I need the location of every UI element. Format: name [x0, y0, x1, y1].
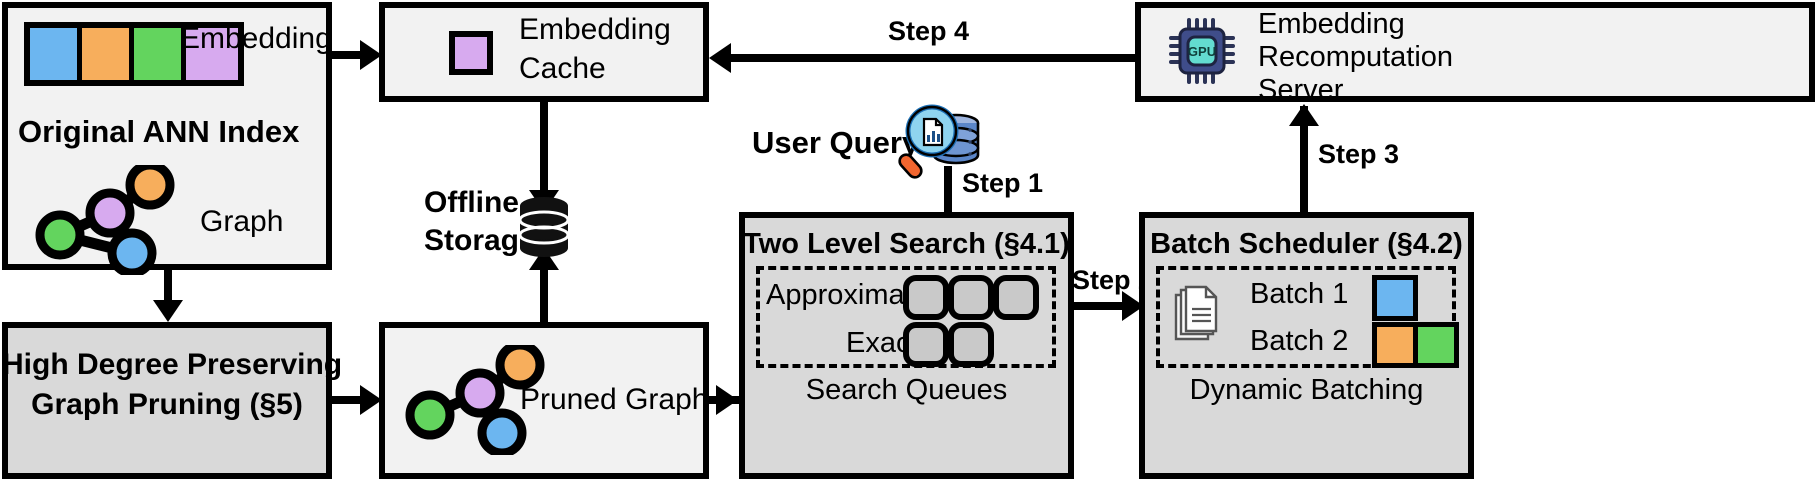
batch2-swatch-2 — [1413, 322, 1459, 368]
magnifier-database-icon — [898, 104, 980, 179]
batch-scheduler-title: Batch Scheduler (§4.2) — [1150, 228, 1463, 260]
step1-label: Step 1 — [962, 168, 1044, 198]
graph-pruning-title-line1: High Degree Preserving — [2, 348, 343, 381]
original-graph-icon — [35, 165, 175, 275]
queue-block — [993, 275, 1039, 320]
queue-block — [948, 275, 994, 320]
arrow-index-to-cache-line — [332, 51, 368, 59]
embedding-cell-2 — [82, 28, 134, 80]
original-ann-index-title: Original ANN Index — [18, 114, 300, 149]
database-cylinder-icon — [518, 197, 570, 257]
offline-storage-label-line1: Offline — [424, 186, 519, 219]
embedding-cache-box — [379, 2, 709, 102]
queue-block — [948, 322, 994, 367]
dynamic-batching-caption: Dynamic Batching — [1189, 374, 1424, 406]
batch1-label: Batch 1 — [1250, 278, 1349, 310]
recomputation-server-line2: Recomputation — [1258, 41, 1454, 73]
two-level-search-title: Two Level Search (§4.1) — [743, 228, 1070, 260]
embedding-cache-title-line1: Embedding — [519, 13, 671, 46]
queue-block — [903, 322, 949, 367]
arrow-index-to-cache-head — [360, 40, 382, 70]
offline-storage-label-line2: Storage — [424, 224, 536, 257]
approximate-label: Approximate — [766, 279, 929, 311]
arrow-step2-head — [1122, 291, 1144, 321]
embedding-color-strip — [24, 22, 244, 86]
arrow-step3-line — [1300, 106, 1308, 212]
documents-icon — [1174, 285, 1218, 341]
pruned-graph-label: Pruned Graph — [520, 383, 709, 416]
arrow-step1-line — [944, 166, 952, 218]
step4-label: Step 4 — [888, 16, 970, 46]
search-queues-caption: Search Queues — [805, 374, 1008, 406]
batch1-swatch-1 — [1372, 275, 1418, 321]
graph-pruning-title-line2: Graph Pruning (§5) — [31, 388, 303, 421]
dynamic-batching-dashed-region — [1156, 266, 1456, 368]
queue-block — [903, 275, 949, 320]
recomputation-server-line3: Server — [1258, 74, 1344, 106]
graph-label: Graph — [200, 205, 284, 238]
arrow-pruning-to-pruned-line — [332, 396, 368, 404]
arrow-index-to-pruning-head — [153, 300, 183, 322]
batch1-swatches — [1372, 275, 1418, 321]
embedding-cell-4 — [186, 28, 238, 80]
gpu-chip-text: GPU — [1188, 44, 1216, 59]
arrow-cache-to-storage-line — [540, 102, 548, 195]
pruned-graph-icon — [405, 345, 545, 455]
batch2-label: Batch 2 — [1250, 325, 1349, 357]
recomputation-server-box — [1135, 2, 1815, 102]
search-queues-dashed-region — [756, 266, 1056, 368]
arrow-pruned-to-storage-line — [540, 252, 548, 322]
batch2-swatches — [1372, 322, 1459, 368]
embedding-cache-title-line2: Cache — [519, 52, 606, 85]
exact-queue-blocks — [903, 322, 994, 367]
graph-pruning-box — [2, 322, 332, 479]
arrow-pruning-to-pruned-head — [360, 385, 382, 415]
approximate-queue-blocks — [903, 275, 1039, 320]
arrow-step4-head — [709, 43, 731, 73]
embedding-cache-swatch — [449, 31, 493, 75]
arrow-step2-line — [1074, 302, 1136, 310]
user-query-label: User Query — [752, 125, 920, 160]
embedding-cell-3 — [134, 28, 186, 80]
embedding-cell-1 — [30, 28, 82, 80]
arrow-pruned-to-search-head — [716, 385, 738, 415]
two-level-search-box — [739, 212, 1074, 479]
step3-label: Step 3 — [1318, 139, 1400, 169]
arrow-step4-line — [722, 54, 1135, 62]
arrow-index-to-pruning-line — [164, 270, 172, 306]
recomputation-server-line1: Embedding — [1258, 8, 1405, 40]
gpu-chip-icon: GPU — [1169, 18, 1235, 84]
arrow-step3-head — [1289, 104, 1319, 126]
embedding-label: Embedding — [180, 22, 332, 55]
batch2-swatch-1 — [1372, 322, 1418, 368]
